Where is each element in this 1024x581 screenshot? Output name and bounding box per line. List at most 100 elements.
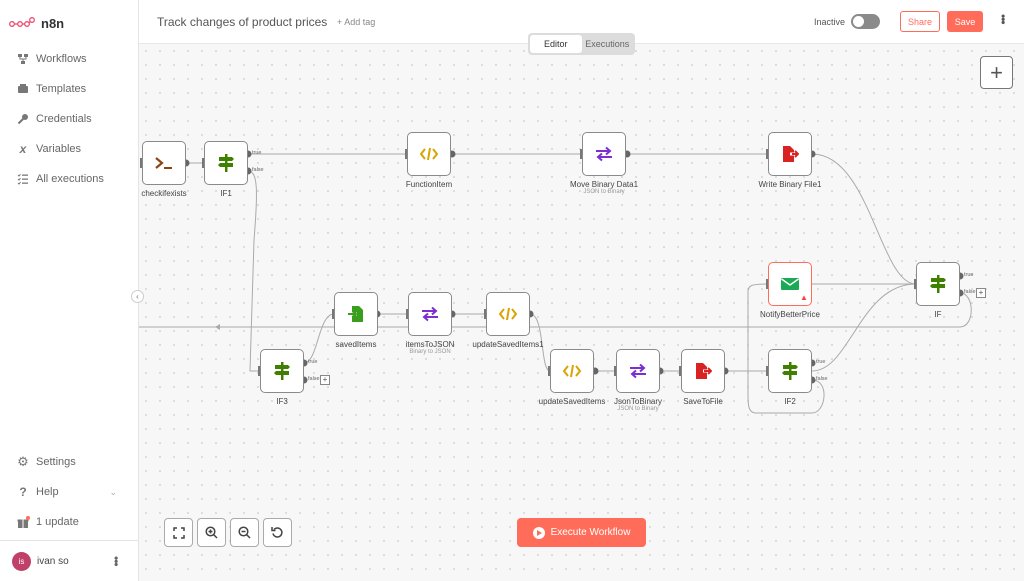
file-export-icon	[696, 363, 712, 379]
n8n-logo[interactable]: n8n	[9, 14, 64, 32]
gear-icon: ⚙	[17, 454, 29, 469]
active-toggle[interactable]	[851, 14, 880, 29]
undo-icon	[271, 527, 283, 538]
sidebar-item-templates[interactable]: Templates	[0, 74, 139, 104]
node-label: IF3	[276, 397, 288, 406]
help-icon: ?	[19, 485, 27, 499]
sidebar-item-credentials[interactable]: Credentials	[0, 104, 139, 134]
zoom-out-button[interactable]	[230, 518, 259, 547]
tab-executions[interactable]: Executions	[585, 39, 630, 49]
sidebar-item-all-executions[interactable]: All executions	[0, 164, 139, 194]
add-node-button[interactable]: +	[980, 56, 1013, 89]
sidebar-item-help[interactable]: ? Help ⌄	[0, 477, 139, 507]
signpost-icon	[930, 275, 946, 293]
terminal-icon	[155, 157, 172, 169]
view-tabs: Editor Executions	[528, 33, 635, 55]
sidebar-item-label: Workflows	[36, 53, 87, 65]
sidebar-item-label: Settings	[36, 456, 76, 468]
swap-icon	[630, 363, 646, 379]
node-label: SaveToFile	[683, 397, 723, 406]
node-label: updateSavedItems	[538, 397, 606, 406]
avatar: is	[12, 551, 31, 571]
zoom-in-button[interactable]	[197, 518, 226, 547]
port-label-false: false	[252, 167, 264, 173]
node-write-binary-file1[interactable]	[768, 132, 812, 176]
more-options-icon[interactable]: •••	[996, 14, 1010, 24]
node-itemstojson[interactable]	[408, 292, 452, 336]
port-label-true: true	[308, 359, 318, 365]
node-jsontobinary[interactable]	[616, 349, 660, 393]
node-label: Write Binary File1	[758, 180, 822, 189]
node-label: savedItems	[335, 340, 377, 349]
node-label: IF2	[784, 397, 796, 406]
sidebar-item-variables[interactable]: x Variables	[0, 134, 139, 164]
node-subtitle: Binary to JSON	[409, 349, 451, 355]
node-subtitle: JSON to Binary	[583, 189, 625, 195]
node-subtitle: JSON to Binary	[617, 406, 659, 412]
sidebar-nav: Workflows Templates Credentials x Variab…	[0, 44, 139, 194]
sidebar: n8n Workflows Templates Credentials x Va…	[0, 0, 139, 581]
zoom-to-fit-button[interactable]	[164, 518, 193, 547]
collapse-sidebar-button[interactable]: ‹	[131, 290, 144, 303]
tab-editor[interactable]: Editor	[530, 35, 582, 53]
play-icon	[532, 526, 545, 539]
node-label: Move Binary Data1	[569, 180, 639, 189]
node-checkifexists[interactable]	[142, 141, 186, 185]
sidebar-item-label: All executions	[36, 173, 104, 185]
sidebar-item-label: Help	[36, 486, 59, 498]
node-saveditems[interactable]	[334, 292, 378, 336]
node-notifybetterprice[interactable]	[768, 262, 812, 306]
zoom-out-icon	[238, 526, 251, 539]
user-menu[interactable]: is ivan so •••	[0, 540, 139, 581]
sidebar-item-settings[interactable]: ⚙ Settings	[0, 447, 139, 477]
node-if[interactable]	[916, 262, 960, 306]
signpost-icon	[218, 154, 234, 172]
node-if3[interactable]	[260, 349, 304, 393]
sidebar-item-label: 1 update	[36, 516, 79, 528]
code-icon	[498, 307, 518, 321]
sidebar-bottom-nav: ⚙ Settings ? Help ⌄ 1 update	[0, 447, 139, 537]
key-icon	[16, 112, 30, 126]
execute-workflow-button[interactable]: Execute Workflow	[517, 518, 646, 547]
more-options-icon[interactable]: •••	[109, 556, 123, 566]
zoom-in-icon	[205, 526, 218, 539]
node-label: updateSavedItems1	[472, 340, 544, 349]
node-functionitem[interactable]	[407, 132, 451, 176]
mail-icon	[781, 278, 799, 290]
node-if1[interactable]	[204, 141, 248, 185]
swap-icon	[422, 306, 438, 322]
add-tag-button[interactable]: + Add tag	[337, 17, 376, 27]
workflow-title[interactable]: Track changes of product prices	[157, 15, 328, 29]
add-connection-button[interactable]: +	[320, 375, 330, 385]
node-updatesaveditems1[interactable]	[486, 292, 530, 336]
execute-workflow-label: Execute Workflow	[550, 527, 631, 538]
warning-icon[interactable]: ▲	[800, 293, 808, 302]
node-label: checkifexists	[141, 189, 187, 198]
swap-icon	[596, 146, 612, 162]
sidebar-item-workflows[interactable]: Workflows	[0, 44, 139, 74]
logo-text: n8n	[41, 15, 65, 31]
node-updatesaveditems[interactable]	[550, 349, 594, 393]
node-label: JsonToBinary	[613, 397, 663, 406]
port-label-true: true	[816, 359, 826, 365]
code-icon	[562, 364, 582, 378]
list-icon	[16, 172, 30, 186]
node-label: itemsToJSON	[405, 340, 455, 349]
node-label: IF1	[220, 189, 232, 198]
sidebar-item-update[interactable]: 1 update	[0, 507, 139, 537]
sidebar-item-label: Variables	[36, 143, 82, 155]
port-label-true: true	[252, 150, 262, 156]
file-import-icon	[348, 306, 363, 322]
signpost-icon	[782, 362, 798, 380]
reset-zoom-button[interactable]	[263, 518, 292, 547]
port-label-false: false	[816, 376, 828, 382]
node-move-binary-data1[interactable]	[582, 132, 626, 176]
sidebar-item-label: Credentials	[36, 113, 92, 125]
node-savetofile[interactable]	[681, 349, 725, 393]
signpost-icon	[274, 362, 290, 380]
save-button[interactable]: Save	[947, 11, 983, 32]
port-label-true: true	[964, 272, 974, 278]
add-connection-button[interactable]: +	[976, 288, 986, 298]
node-if2[interactable]	[768, 349, 812, 393]
share-button[interactable]: Share	[900, 11, 940, 32]
